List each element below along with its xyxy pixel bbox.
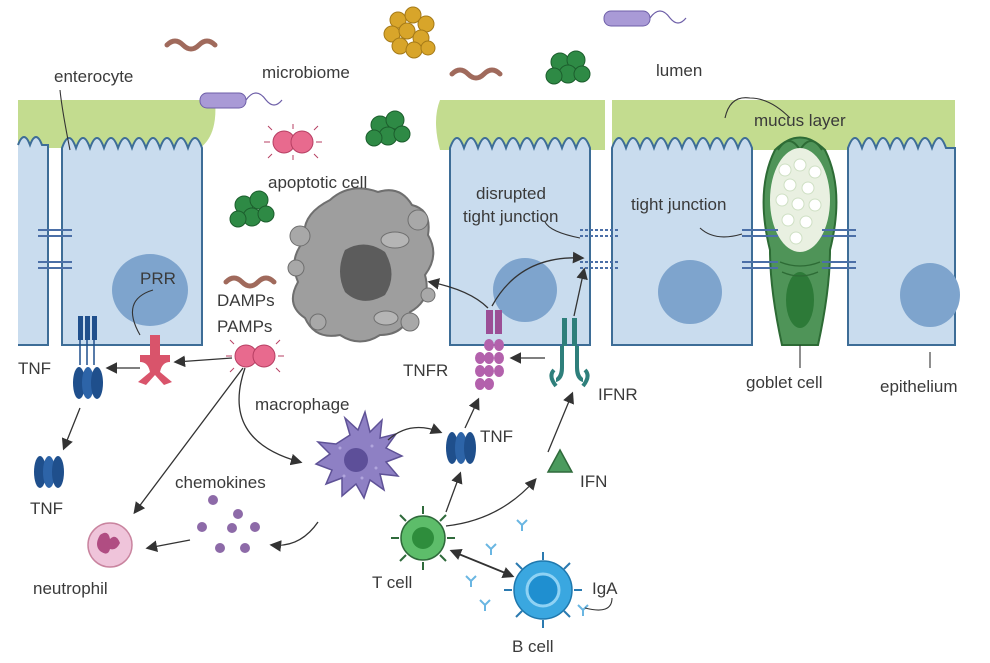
tnf-membrane-trimer-icon <box>73 316 103 399</box>
worm-icon <box>164 38 218 52</box>
epithelium-right <box>611 100 960 346</box>
label-tnf-center: TNF <box>480 427 513 446</box>
label-prr: PRR <box>140 269 176 288</box>
label-disrupted-tight-junction: tight junction <box>463 207 558 226</box>
b-cell-icon <box>504 552 582 628</box>
label-chemokines: chemokines <box>175 473 266 492</box>
label-neutrophil: neutrophil <box>33 579 108 598</box>
ifn-triangle-icon <box>546 448 574 473</box>
t-cell-icon <box>391 506 455 570</box>
label-tight-junction: tight junction <box>631 195 726 214</box>
nucleus <box>493 258 557 322</box>
diplococcus-icon <box>226 339 284 373</box>
neutrophil-icon <box>87 522 133 568</box>
label-tnf-bottom-left: TNF <box>30 499 63 518</box>
microbiome-organisms <box>164 6 687 373</box>
label-pamps: PAMPs <box>217 317 272 336</box>
rod-bacterium-icon <box>199 92 283 109</box>
label-apoptotic-cell: apoptotic cell <box>268 173 367 192</box>
epithelium-middle <box>436 100 605 346</box>
label-ifn: IFN <box>580 472 607 491</box>
label-epithelium: epithelium <box>880 377 958 396</box>
label-leader-lines <box>59 89 931 611</box>
goblet-cell-shape <box>762 136 838 346</box>
tnfr-receptor-icon <box>475 310 504 390</box>
enterocyte-left-edge <box>17 136 49 346</box>
green-coccus-cluster-icon <box>545 50 591 85</box>
rod-bacterium-icon <box>603 10 687 27</box>
labels: enterocyte microbiome lumen mucus layer … <box>18 61 958 656</box>
macrophage-icon <box>314 409 404 500</box>
label-ifnr: IFNR <box>598 385 638 404</box>
label-disrupted: disrupted <box>476 184 546 203</box>
nucleus <box>658 260 722 324</box>
label-lumen: lumen <box>656 61 702 80</box>
label-microbiome: microbiome <box>262 63 350 82</box>
epithelium-left <box>17 100 216 346</box>
label-mucus-layer: mucus layer <box>754 111 846 130</box>
green-coccus-cluster-icon <box>229 190 275 228</box>
chemokine-dots <box>197 495 260 553</box>
label-t-cell: T cell <box>372 573 412 592</box>
label-macrophage: macrophage <box>255 395 350 414</box>
apoptotic-cell-icon <box>287 187 436 343</box>
label-enterocyte: enterocyte <box>54 67 133 86</box>
label-b-cell: B cell <box>512 637 554 656</box>
antibody-iga-icons <box>465 519 589 616</box>
tnf-soluble-icon <box>34 456 64 488</box>
yellow-coccus-cluster-icon <box>383 6 436 59</box>
ifnr-receptor-icon <box>549 318 590 388</box>
label-iga: IgA <box>592 579 618 598</box>
nucleus <box>900 263 960 327</box>
diplococcus-icon <box>264 124 322 160</box>
label-goblet-cell: goblet cell <box>746 373 823 392</box>
nucleus <box>112 254 188 326</box>
tnf-soluble-icon <box>446 432 476 464</box>
label-damps: DAMPs <box>217 291 275 310</box>
prr-receptor-icon <box>138 335 172 385</box>
worm-icon <box>223 275 277 289</box>
worm-icon <box>449 67 503 81</box>
label-tnfr: TNFR <box>403 361 448 380</box>
pathway-arrows <box>61 251 588 578</box>
green-coccus-cluster-icon <box>365 110 411 147</box>
label-tnf-left: TNF <box>18 359 51 378</box>
